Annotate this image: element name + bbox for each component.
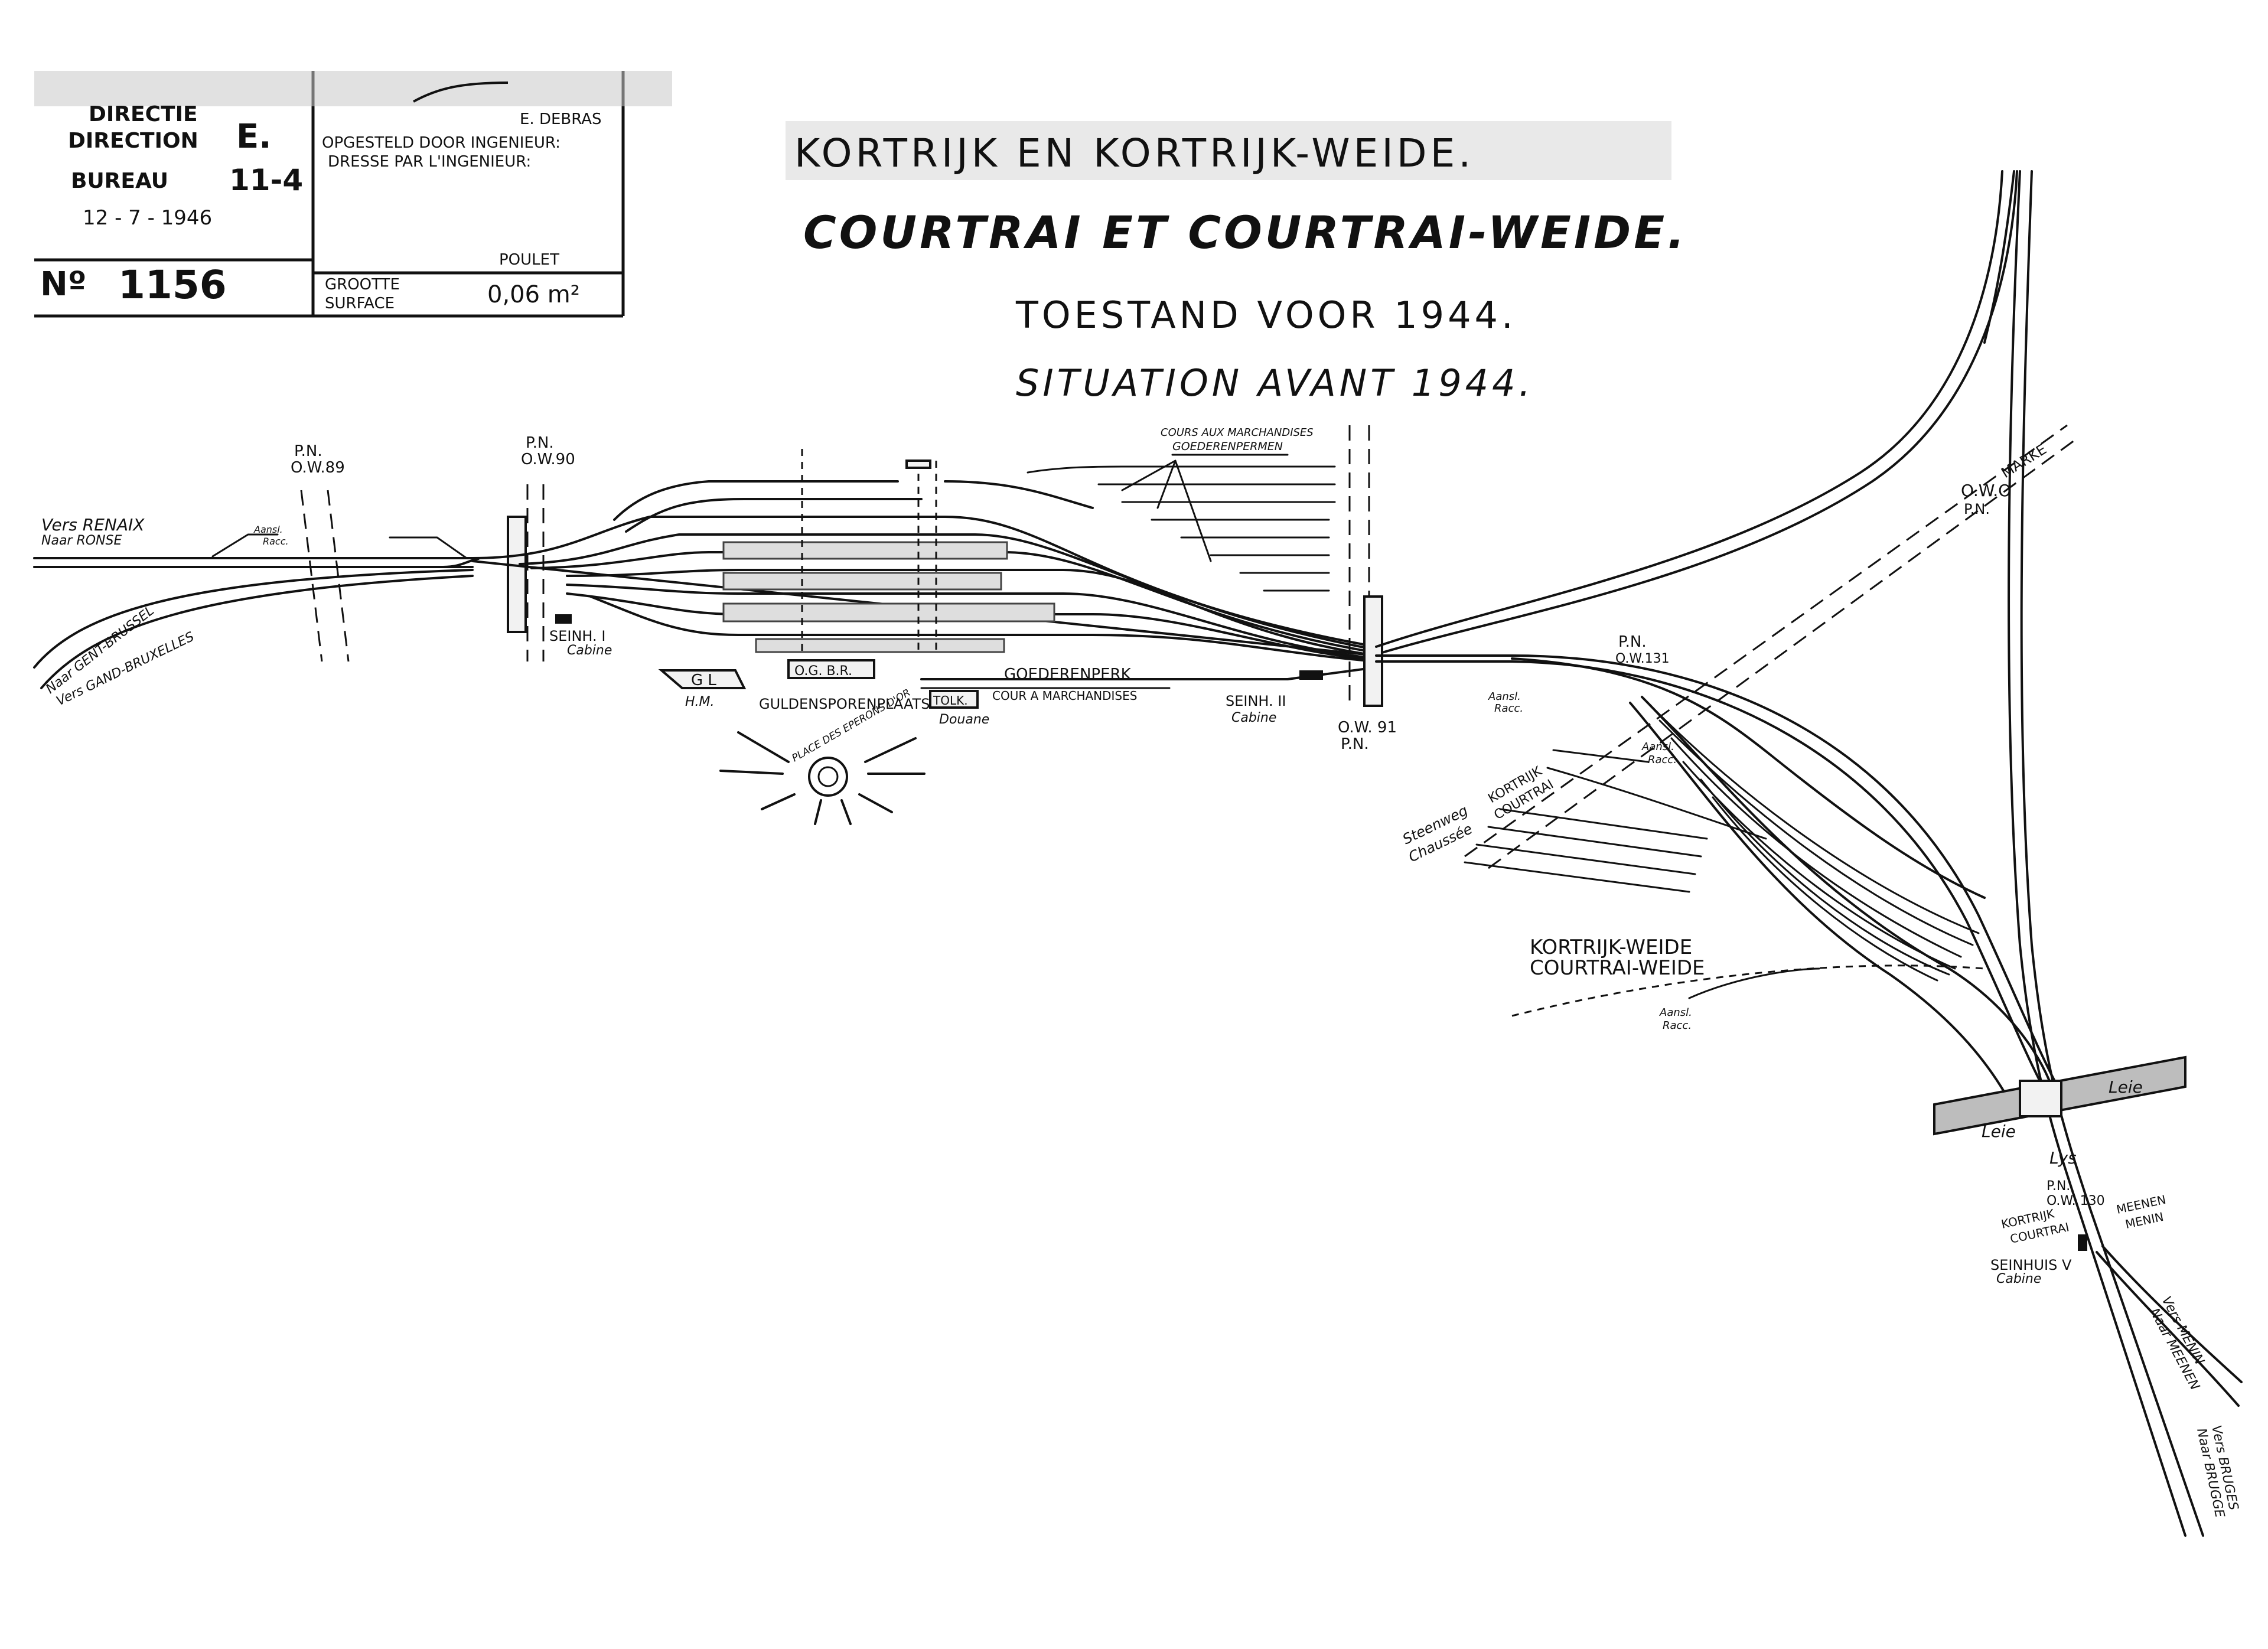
- platform-2: [722, 572, 1002, 591]
- og-br-label: O.G. B.R.: [794, 664, 852, 679]
- subtitle-nl: TOESTAND VOOR 1944.: [1015, 294, 1517, 337]
- bureau-number: 11-4: [229, 163, 303, 197]
- ow0-label: O.W.O: [1961, 481, 2011, 500]
- racc-east-label: Racc.: [1494, 702, 1523, 715]
- aansl-east-label: Aansl.: [1488, 690, 1521, 703]
- drawing-titles: KORTRIJK EN KORTRIJK-WEIDE. COURTRAI ET …: [786, 121, 1687, 405]
- cabine1-label: Cabine: [567, 643, 612, 658]
- platform-4: [755, 638, 1005, 653]
- tolk-label: TOLK.: [933, 693, 968, 708]
- title-nl: KORTRIJK EN KORTRIJK-WEIDE.: [794, 131, 1474, 176]
- pn130-label: P.N.: [2047, 1179, 2070, 1194]
- signal-cabin-5: [2078, 1234, 2087, 1251]
- seinh2-label: SEINH. II: [1226, 693, 1286, 709]
- kortrijk-station-tracks: [471, 449, 1377, 689]
- level-crossing-91: O.W. 91 P.N.: [1338, 425, 1397, 753]
- leie-west-label: Leie: [1982, 1122, 2016, 1141]
- og-br-building: [787, 659, 875, 679]
- drawn-by-fr: DRESSE PAR L'INGENIEUR:: [328, 153, 531, 171]
- kortrijk-weide-yard: KORTRIJK-WEIDE COURTRAI-WEIDE: [1464, 696, 2051, 1100]
- ow89-label: O.W.89: [291, 459, 345, 477]
- pn0-label: P.N.: [1964, 501, 1990, 517]
- title-fr: COURTRAI ET COURTRAI-WEIDE.: [803, 206, 1687, 259]
- cours-aux-marchandises-label: COURS AUX MARCHANDISES: [1161, 426, 1314, 439]
- platform-3: [722, 602, 1055, 623]
- title-block: DIRECTIE DIRECTION E. BUREAU 11-4 12 - 7…: [34, 71, 672, 318]
- goederenpermen-label: GOEDERENPERMEN: [1172, 440, 1283, 453]
- directie-label: DIRECTIE: [89, 102, 198, 126]
- gl-label: G L: [691, 672, 716, 689]
- leie-east-label: Leie: [2109, 1077, 2143, 1097]
- level-crossing-90: P.N. O.W.90: [507, 434, 575, 661]
- station-buildings: G L H.M. O.G. B.R. TOLK. Douane SEINH. I…: [549, 614, 1323, 727]
- subtitle-fr: SITUATION AVANT 1944.: [1016, 361, 1534, 405]
- tolk-building: [929, 690, 979, 709]
- number-label: Nº: [40, 265, 86, 304]
- seinhuis5-label: SEINHUIS V: [1990, 1257, 2072, 1273]
- ow90-label: O.W.90: [521, 451, 575, 468]
- pn-90-label: P.N.: [526, 434, 554, 452]
- signature-mark: [413, 82, 509, 103]
- direction-letter: E.: [236, 118, 272, 156]
- racc-weide-label: Racc.: [1648, 754, 1677, 766]
- kortrijk-weide-label: KORTRIJK-WEIDE: [1530, 936, 1692, 959]
- aansl-weide-label: Aansl.: [1641, 741, 1674, 753]
- pn-89-label: P.N.: [294, 442, 322, 460]
- cour-marchandises-label: COUR A MARCHANDISES: [992, 689, 1137, 703]
- ow130-label: O.W. 130: [2047, 1194, 2105, 1208]
- aansl-west-label: Aansl.: [253, 524, 283, 535]
- hm-label: H.M.: [685, 695, 715, 709]
- douane-label: Douane: [939, 712, 989, 727]
- pn131-label: P.N.: [1618, 633, 1647, 651]
- engineer-name: E. DEBRAS: [520, 110, 602, 128]
- naar-ronse-label: Naar RONSE: [41, 533, 122, 548]
- vers-renaix-label: Vers RENAIX: [41, 515, 145, 535]
- size-value: 0,06 m²: [487, 281, 580, 308]
- lys-label: Lys: [2049, 1148, 2077, 1168]
- signal-cabin-1: [555, 614, 572, 624]
- pn91-label: P.N.: [1341, 735, 1369, 753]
- goederenperk-label: GOEDERENPERK: [1004, 666, 1132, 683]
- ow91-label: O.W. 91: [1338, 719, 1397, 736]
- level-crossing-89: P.N. O.W.89: [291, 442, 350, 662]
- guldensporenplaats: GULDENSPORENPLAATS PLACE DES EPERONS D'O…: [719, 687, 930, 825]
- cabine2-label: Cabine: [1231, 711, 1276, 725]
- document-date: 12 - 7 - 1946: [83, 206, 212, 230]
- drafter-name: POULET: [499, 251, 559, 269]
- leie-river-bridge: Leie Leie Lys: [1933, 1055, 2186, 1168]
- direction-label: DIRECTION: [68, 129, 198, 153]
- cabine5-label: Cabine: [1996, 1272, 2041, 1286]
- aansl-south-label: Aansl.: [1659, 1006, 1692, 1019]
- guldensporenplaats-label: GULDENSPORENPLAATS: [759, 696, 930, 712]
- ow131-label: O.W.131: [1615, 651, 1670, 666]
- drawing-number: 1156: [118, 262, 227, 308]
- size-label-fr: SURFACE: [325, 295, 395, 312]
- east-main-lines: [1375, 170, 2243, 1537]
- size-label-nl: GROOTTE: [325, 276, 400, 294]
- courtrai-weide-label: COURTRAI-WEIDE: [1530, 956, 1705, 980]
- roundabout: [808, 757, 848, 797]
- signal-cabin-2: [1299, 670, 1323, 680]
- bureau-label: BUREAU: [71, 169, 168, 193]
- drawn-by-nl: OPGESTELD DOOR INGENIEUR:: [322, 134, 561, 152]
- seinh1-label: SEINH. I: [549, 628, 605, 644]
- racc-west-label: Racc.: [263, 536, 289, 547]
- platform-1: [722, 541, 1008, 560]
- west-approach-lines: [33, 533, 480, 689]
- racc-south-label: Racc.: [1663, 1019, 1692, 1032]
